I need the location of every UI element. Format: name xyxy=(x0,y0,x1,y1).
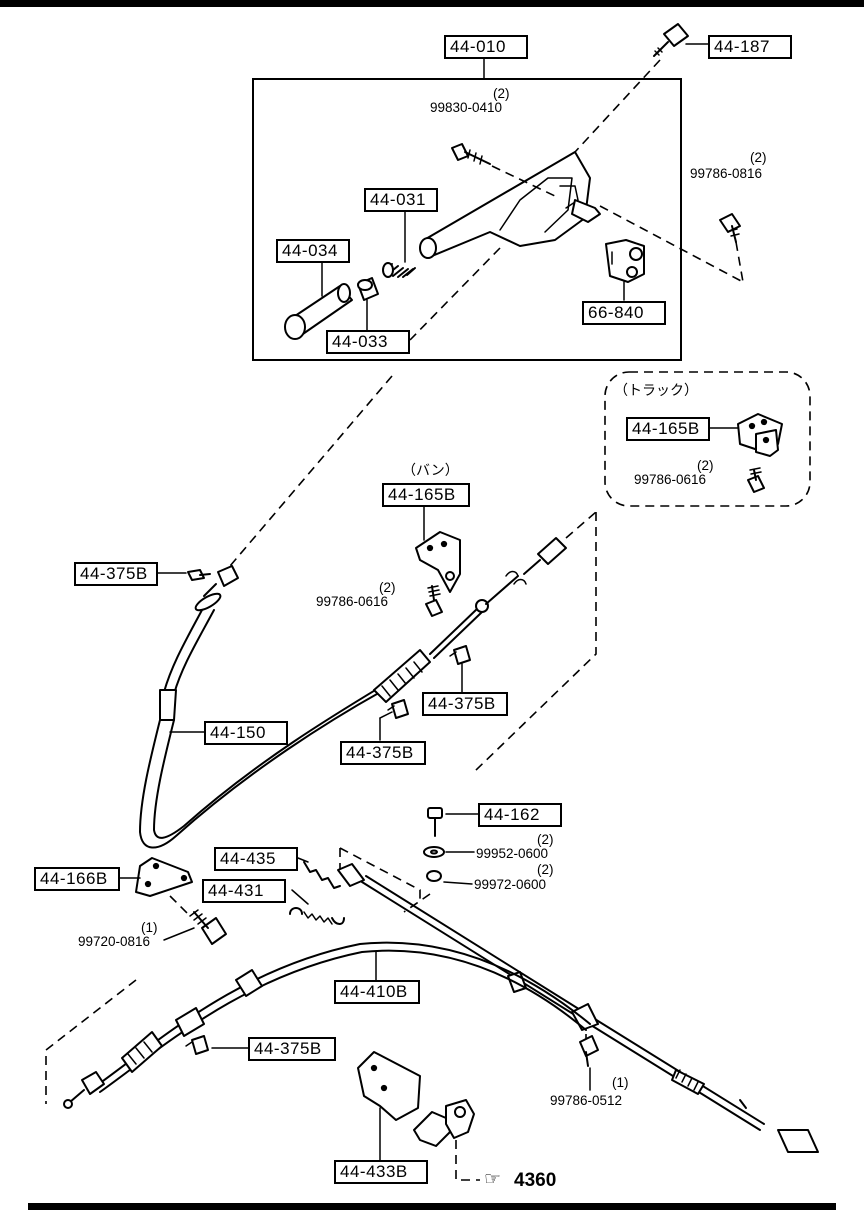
label-44-375b-a: 44-375B xyxy=(74,562,158,586)
bolt-99786-0512 xyxy=(579,1035,599,1067)
dash-44-187-to-lever xyxy=(574,59,661,153)
bolt-99720-0816 xyxy=(189,909,227,945)
clip-44-375b-mid-right xyxy=(449,645,471,665)
screw-99786-0616-truck xyxy=(747,467,765,493)
bottom-border-bar xyxy=(28,1203,836,1210)
partno-99786-0816: 99786-0816 xyxy=(690,166,763,181)
label-44-166b: 44-166B xyxy=(34,867,120,891)
qty-99830-0410: (2) xyxy=(493,86,510,101)
dash-equalizer-to-bolt xyxy=(169,895,191,917)
dash-lever-to-box xyxy=(409,247,501,341)
clip-44-375b-rear xyxy=(185,1035,209,1055)
front-cable-44-150 xyxy=(139,537,567,849)
leader-99972-0600 xyxy=(443,881,473,885)
lever-assembly-box xyxy=(252,78,682,361)
clip-44-375b-mid-left xyxy=(387,699,409,719)
bracket-44-165b-truck xyxy=(737,413,783,457)
label-44-010: 44-010 xyxy=(444,35,528,59)
partno-99786-0616-van: 99786-0616 xyxy=(316,594,389,609)
qty-99972-0600: (2) xyxy=(537,862,554,877)
qty-99786-0616-truck: (2) xyxy=(697,458,714,473)
bolt-44-187 xyxy=(653,23,689,57)
leader-44-435 xyxy=(297,857,309,863)
partno-99952-0600: 99952-0600 xyxy=(476,846,549,861)
label-44-433b: 44-433B xyxy=(334,1160,428,1184)
label-44-410b: 44-410B xyxy=(334,980,420,1004)
partno-99972-0600: 99972-0600 xyxy=(474,877,547,892)
switch-66-840 xyxy=(605,239,645,283)
dash-screw-to-lever xyxy=(491,165,556,197)
label-44-435: 44-435 xyxy=(214,847,298,871)
spring-44-435 xyxy=(303,861,341,889)
label-66-840: 66-840 xyxy=(582,301,666,325)
spring-44-031 xyxy=(382,262,416,278)
dash-rear-region xyxy=(45,979,137,1104)
bracket-44-165b-van xyxy=(415,531,461,593)
label-44-165b-truck: 44-165B xyxy=(626,417,710,441)
clip-44-375b-upper xyxy=(187,569,211,581)
spring-44-431 xyxy=(289,907,345,925)
label-44-031: 44-031 xyxy=(364,188,438,212)
label-44-187: 44-187 xyxy=(708,35,792,59)
label-44-375b-b: 44-375B xyxy=(422,692,508,716)
leader-44-375b-c-h xyxy=(379,711,393,719)
label-44-375b-d: 44-375B xyxy=(248,1037,336,1061)
bolt-44-162 xyxy=(427,807,443,837)
label-44-150: 44-150 xyxy=(204,721,288,745)
truck-variant-box xyxy=(604,371,811,507)
label-44-162: 44-162 xyxy=(478,803,562,827)
screw-99830-0410 xyxy=(451,143,491,165)
label-44-165b-van: 44-165B xyxy=(382,483,470,507)
partno-99830-0410: 99830-0410 xyxy=(430,100,503,115)
partno-99720-0816: 99720-0816 xyxy=(78,934,151,949)
note-truck: （トラック） xyxy=(614,382,698,398)
leader-44-431 xyxy=(291,889,309,905)
dash-lever-to-99786-0816 xyxy=(599,205,744,283)
bracket-44-433b xyxy=(357,1051,475,1147)
washer-99972-0600 xyxy=(426,870,442,882)
qty-99786-0616-van: (2) xyxy=(379,580,396,595)
note-van: （バン） xyxy=(402,462,459,478)
partno-99786-0616-truck: 99786-0616 xyxy=(634,472,707,487)
dash-front-cable-region xyxy=(473,512,597,773)
dash-washer-region xyxy=(403,893,431,913)
label-44-033: 44-033 xyxy=(326,330,410,354)
partno-99786-0512: 99786-0512 xyxy=(550,1093,623,1108)
screw-99786-0816 xyxy=(719,213,741,243)
rear-cable-44-410b xyxy=(63,847,819,1153)
dash-box-to-front-cable xyxy=(229,375,393,567)
reference-arrow-icon: ☞ xyxy=(484,1169,502,1190)
leader-99720-0816 xyxy=(163,927,195,941)
qty-99786-0512: (1) xyxy=(612,1075,629,1090)
label-44-431: 44-431 xyxy=(202,879,286,903)
dash-front-cable-top xyxy=(565,511,597,539)
dash-bracket-to-reference xyxy=(455,1140,480,1181)
parking-lever xyxy=(419,151,601,259)
dash-99786-0816-bolt xyxy=(735,241,744,283)
qty-99952-0600: (2) xyxy=(537,832,554,847)
equalizer-44-166b xyxy=(135,857,193,897)
label-44-034: 44-034 xyxy=(276,239,350,263)
screw-99786-0616-van xyxy=(425,585,443,617)
qty-99786-0816: (2) xyxy=(750,150,767,165)
reference-number[interactable]: 4360 xyxy=(514,1170,557,1191)
washer-99952-0600 xyxy=(423,846,445,858)
top-border-bar xyxy=(0,0,864,7)
qty-99720-0816: (1) xyxy=(141,920,158,935)
label-44-375b-c: 44-375B xyxy=(340,741,426,765)
grip-44-034 xyxy=(284,283,353,340)
knob-44-033 xyxy=(357,277,379,301)
